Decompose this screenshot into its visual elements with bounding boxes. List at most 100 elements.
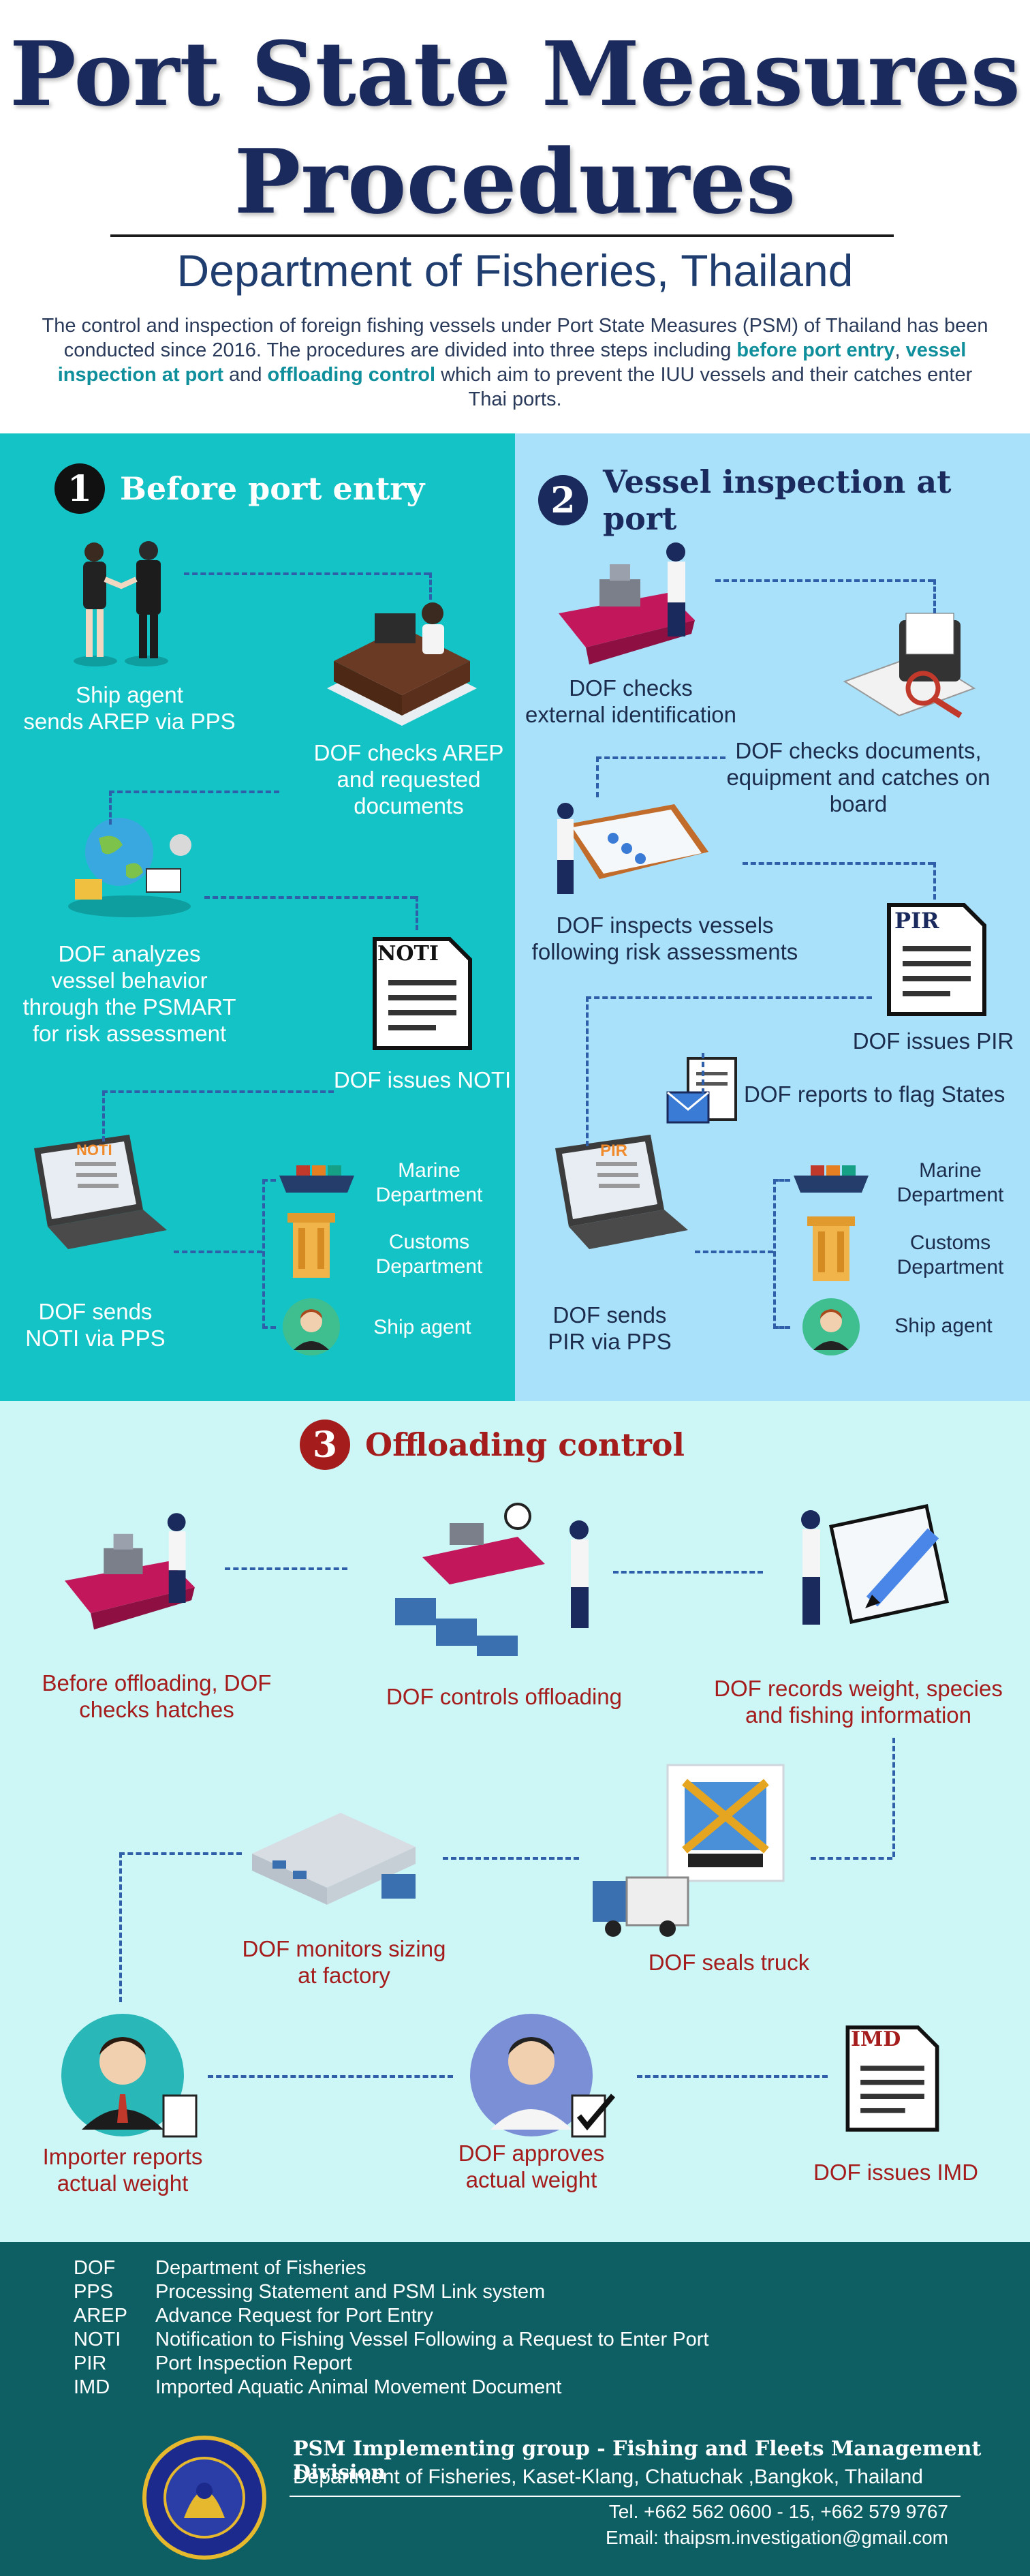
reports-flag-label: DOF reports to flag States <box>744 1082 1005 1107</box>
connector <box>892 1738 895 1857</box>
pir-document-icon: PIR <box>882 898 991 1021</box>
connector <box>743 862 933 865</box>
step2-number-badge: 2 <box>538 475 588 525</box>
glossary-item: DOF Department of Fisheries <box>74 2256 366 2280</box>
glossary-abbr: DOF <box>74 2257 116 2279</box>
connector <box>225 1567 347 1570</box>
laptop-noti-tag: NOTI <box>76 1141 112 1159</box>
connector <box>933 579 936 613</box>
step1-customs-label: Customs Department <box>375 1231 483 1278</box>
intro-sep-2: and <box>223 364 268 386</box>
intro-sep-1: , <box>894 339 906 361</box>
connector <box>109 791 279 793</box>
page-title: Port State Measures Procedures <box>0 20 1030 236</box>
step2-customs-label: Customs Department <box>896 1231 1004 1278</box>
connector <box>119 1852 242 1855</box>
glossary-abbr: NOTI <box>74 2329 121 2350</box>
monitors-sizing-label: DOF monitors sizing at factory <box>242 1936 446 1988</box>
step1-number-badge: 1 <box>54 463 105 514</box>
step2-agent-label: Ship agent <box>894 1315 993 1337</box>
ship-icon <box>279 1165 354 1193</box>
connector <box>811 1857 892 1860</box>
connector <box>174 1251 262 1253</box>
step2-header: 2 Vessel inspection at port <box>538 463 1030 537</box>
title-line-1: Port State Measures <box>10 22 1020 126</box>
envelope-icon <box>666 1057 737 1124</box>
glossary-definition: Port Inspection Report <box>155 2352 352 2374</box>
officer-avatar-icon <box>470 2014 616 2138</box>
step1-header: 1 Before port entry <box>54 463 424 514</box>
ship-icon <box>794 1165 869 1193</box>
step3-header: 3 Offloading control <box>300 1420 685 1470</box>
step3-number-badge: 3 <box>300 1420 350 1470</box>
footer-telephone: Tel. +662 562 0600 - 15, +662 579 9767 <box>608 2501 948 2522</box>
intro-highlight-before-port-entry: before port entry <box>736 339 895 361</box>
imd-doc-heading: IMD <box>851 2027 901 2051</box>
connector <box>596 756 599 797</box>
seals-truck-label: DOF seals truck <box>648 1950 810 1975</box>
building-icon <box>807 1216 855 1281</box>
connector <box>695 1251 773 1253</box>
connector <box>637 2075 828 2078</box>
glossary-abbr: IMD <box>74 2376 110 2398</box>
glossary-definition: Imported Aquatic Animal Movement Documen… <box>155 2376 562 2398</box>
checks-docs-label: DOF checks documents, equipment and catc… <box>726 738 990 816</box>
ship-icon <box>65 1513 195 1630</box>
department-seal-logo <box>142 2436 266 2560</box>
connector <box>109 791 112 825</box>
ship-icon <box>559 542 695 664</box>
sends-pir-label: DOF sends PIR via PPS <box>548 1302 672 1354</box>
dof-analyzes-label: DOF analyzes vessel behavior through the… <box>22 941 236 1046</box>
step1-marine-label: Marine Department <box>375 1159 483 1206</box>
connector <box>702 1053 704 1094</box>
footer-email[interactable]: Email: thaipsm.investigation@gmail.com <box>605 2527 948 2548</box>
intro-text-2: which aim to prevent the IUU vessels and… <box>435 364 973 410</box>
importer-reports-label: Importer reports actual weight <box>42 2144 203 2196</box>
step2-title: Vessel inspection at port <box>602 463 952 537</box>
issues-pir-label: DOF issues PIR <box>852 1028 1014 1054</box>
ship-agent-arep-label: Ship agent sends AREP via PPS <box>23 682 236 734</box>
dof-checks-arep-label: DOF checks AREP and requested documents <box>313 740 504 818</box>
laptop-pir-tag: PIR <box>600 1141 628 1160</box>
laptop-icon <box>34 1135 167 1249</box>
controls-offloading-label: DOF controls offloading <box>386 1684 623 1709</box>
building-icon <box>287 1213 335 1278</box>
office-desk-icon <box>327 602 477 726</box>
step2-marine-label: Marine Department <box>896 1159 1004 1206</box>
dof-sends-noti-label: DOF sends NOTI via PPS <box>25 1299 166 1351</box>
laptop-icon <box>555 1135 688 1249</box>
connector <box>102 1090 105 1141</box>
connector <box>596 756 725 759</box>
connector <box>613 1571 763 1574</box>
intro-highlight-vessel-inspection: vessel inspection at port <box>57 339 967 386</box>
noti-doc-heading: NOTI <box>377 942 439 966</box>
step3-title: Offloading control <box>365 1426 685 1463</box>
connector <box>586 996 872 999</box>
external-id-label: DOF checks external identification <box>525 675 737 727</box>
connector <box>715 579 933 582</box>
glossary-definition: Department of Fisheries <box>155 2257 366 2279</box>
footer-address: Department of Fisheries, Kaset-Klang, Ch… <box>293 2466 923 2488</box>
connector <box>933 862 936 900</box>
imd-document-icon: IMD <box>841 2021 943 2136</box>
title-divider <box>110 234 894 237</box>
laptop-pir: PIR <box>548 1135 691 1251</box>
pen-paper-icon <box>801 1504 949 1625</box>
step1-title: Before port entry <box>120 470 425 507</box>
connector <box>586 996 589 1146</box>
glossary-item: PIR Port Inspection Report <box>74 2351 352 2376</box>
document-icon <box>887 903 986 1016</box>
sealed-truck-icon <box>593 1764 785 1937</box>
dof-issues-noti-label: DOF issues NOTI <box>333 1067 512 1092</box>
title-line-2: Procedures <box>234 129 796 234</box>
connector <box>119 1852 122 2002</box>
factory-icon <box>252 1813 416 1905</box>
glossary-item: IMD Imported Aquatic Animal Movement Docu… <box>74 2375 561 2399</box>
connector <box>204 896 416 899</box>
document-icon <box>845 2025 939 2132</box>
glossary-abbr: PIR <box>74 2352 107 2374</box>
